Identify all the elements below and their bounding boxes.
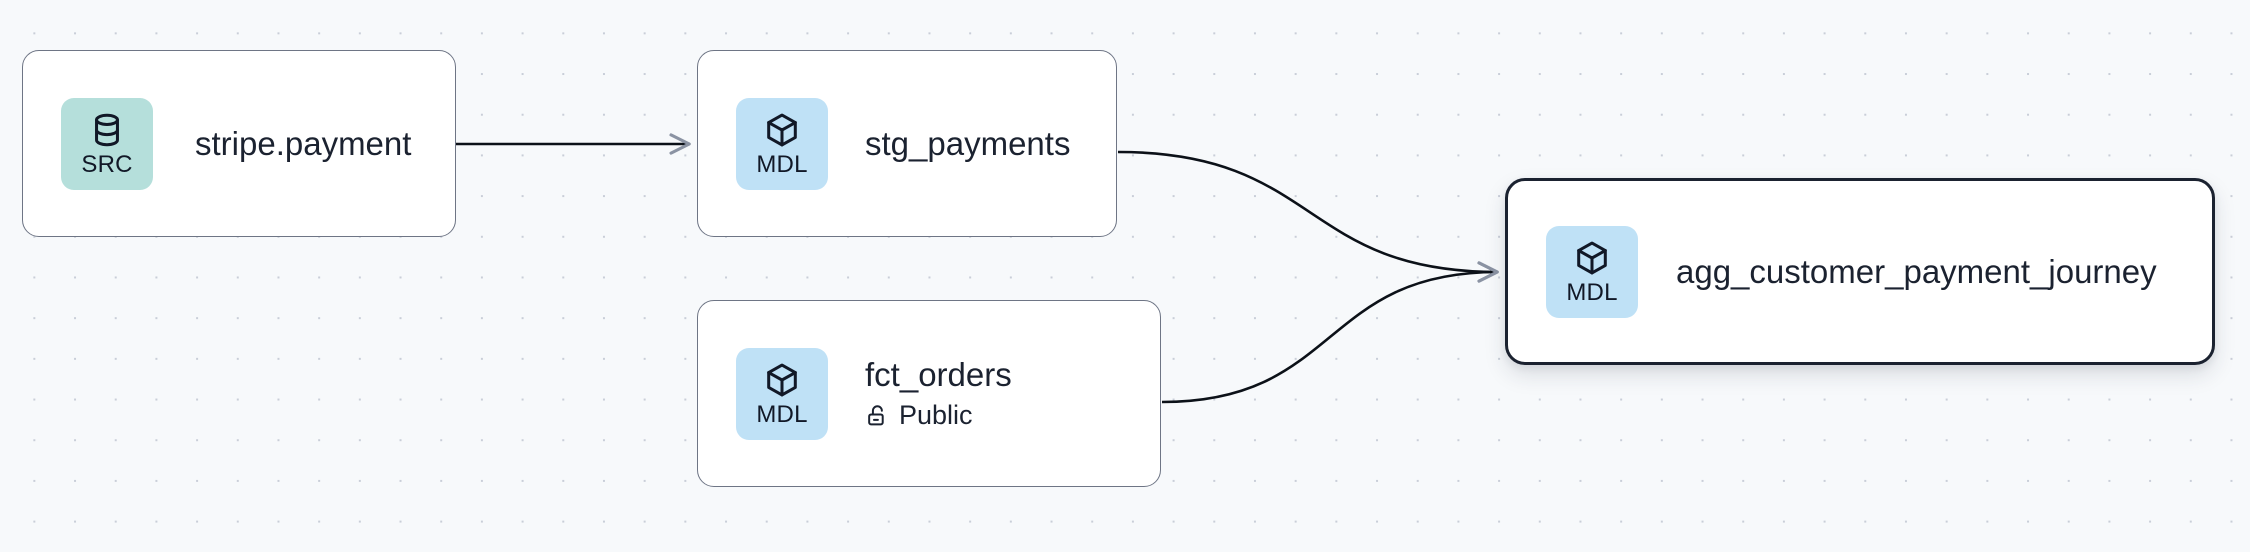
badge-label: MDL [756, 150, 808, 178]
node-title: stg_payments [865, 124, 1071, 162]
node-body: agg_customer_payment_journey [1676, 253, 2157, 291]
node-body: stg_payments [865, 125, 1070, 163]
badge-label: MDL [756, 400, 808, 428]
lineage-node-fct-orders[interactable]: MDL fct_orders Public [697, 300, 1161, 487]
unlock-icon [865, 403, 890, 428]
cube-icon [763, 111, 801, 149]
cube-icon [1573, 239, 1611, 277]
node-title: fct_orders [865, 355, 1012, 393]
node-type-badge-src: SRC [61, 97, 153, 190]
lineage-node-agg-customer-payment-journey[interactable]: MDL agg_customer_payment_journey [1505, 178, 2215, 365]
badge-label: MDL [1566, 278, 1618, 306]
node-type-badge-mdl: MDL [736, 97, 828, 190]
lineage-node-stg-payments[interactable]: MDL stg_payments [697, 50, 1117, 237]
visibility-label: Public [899, 400, 973, 431]
node-body: stripe.payment [195, 125, 411, 163]
lineage-node-stripe-payment[interactable]: SRC stripe.payment [22, 50, 456, 237]
edge-stg-payments-to-agg-journey [1117, 150, 1499, 283]
database-icon [88, 111, 126, 149]
node-type-badge-mdl: MDL [1546, 225, 1638, 318]
edge-fct-orders-to-agg-journey [1161, 261, 1499, 404]
cube-icon [763, 361, 801, 399]
badge-label: SRC [81, 150, 133, 178]
node-body: fct_orders Public [865, 356, 1012, 432]
node-title: stripe.payment [195, 124, 412, 162]
node-type-badge-mdl: MDL [736, 347, 828, 440]
node-visibility: Public [865, 400, 1012, 431]
node-title: agg_customer_payment_journey [1676, 252, 2157, 290]
